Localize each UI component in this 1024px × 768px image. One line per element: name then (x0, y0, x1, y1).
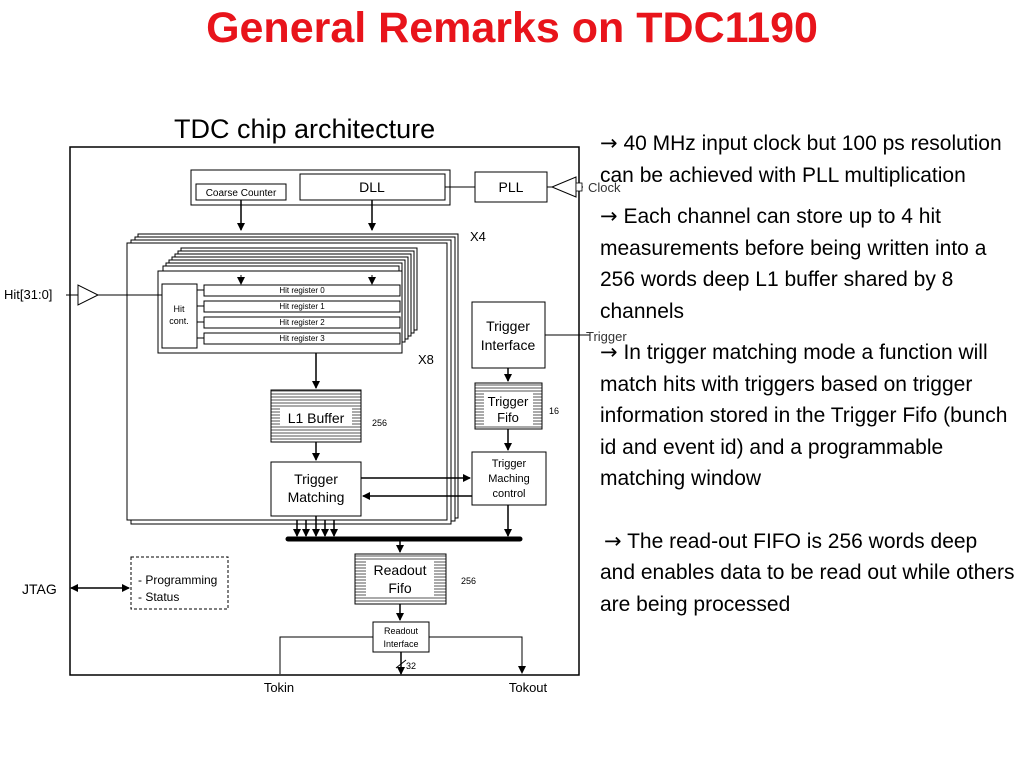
arrow-icon: → (604, 528, 622, 553)
trigger-fifo-label-2: Fifo (497, 410, 519, 425)
trigger-matching-label-2: Matching (288, 489, 345, 505)
matching-control-box (471, 451, 547, 506)
bus-width-label: 32 (406, 661, 416, 671)
slide-title: General Remarks on TDC1190 (206, 4, 818, 52)
bullet-item: → The read-out FIFO is 256 words deep an… (600, 526, 1015, 621)
programming-box (130, 556, 229, 610)
bullet-text: 40 MHz input clock but 100 ps resolution… (600, 132, 1002, 187)
readout-fifo-label-2: Fifo (388, 580, 412, 596)
pll-label: PLL (499, 179, 524, 195)
hit-controller-label-1: Hit (174, 304, 185, 314)
clock-pin (575, 182, 583, 192)
readout-fifo-label-bg (366, 561, 434, 597)
tokin-label: Tokin (264, 680, 294, 695)
trigger-fifo-size: 16 (549, 406, 559, 416)
tokin-line (279, 636, 373, 674)
hit-register-3-label: Hit register 3 (279, 334, 325, 343)
dll-label: DLL (359, 179, 385, 195)
l1-buffer-label: L1 Buffer (288, 410, 345, 426)
trigger-fifo-label-1: Trigger (488, 394, 529, 409)
clock-buffer-icon (550, 176, 577, 198)
trigger-interface-label-1: Trigger (486, 318, 530, 334)
clock-label: Clock (588, 180, 621, 195)
readout-interface-label-2: Interface (383, 639, 418, 649)
l1-buffer-label-bg (280, 408, 352, 426)
hit-register-0-label: Hit register 0 (279, 286, 325, 295)
coarse-counter-label: Coarse Counter (206, 188, 277, 199)
arrow-icon: → (600, 340, 618, 364)
matching-control-label-1: Trigger (492, 458, 527, 470)
x8-label: X8 (418, 352, 434, 367)
hit-controller-box (161, 283, 198, 349)
tokout-label: Tokout (509, 680, 548, 695)
matching-control-label-3: control (492, 488, 525, 500)
trigger-interface-label-2: Interface (481, 337, 536, 353)
matching-control-label-2: Maching (488, 473, 530, 485)
arrow-icon: → (600, 204, 618, 228)
trigger-interface-box (471, 301, 546, 369)
diagram-caption: TDC chip architecture (174, 114, 436, 144)
hit-input-label: Hit[31:0] (4, 287, 52, 302)
x4-label: X4 (470, 229, 486, 244)
readout-interface-label-1: Readout (384, 626, 419, 636)
bullet-item: → In trigger matching mode a function wi… (600, 337, 1015, 495)
hit-input-buffer-icon (77, 284, 100, 306)
hit-register-1-label: Hit register 1 (279, 302, 325, 311)
bullet-text: The read-out FIFO is 256 words deep and … (600, 529, 1015, 616)
bus-width-slash (395, 659, 407, 669)
trigger-input-label: Trigger (586, 329, 627, 344)
l1-buffer-size: 256 (372, 418, 387, 428)
programming-label-1: - Programming (138, 573, 217, 587)
readout-fifo-label-1: Readout (374, 562, 427, 578)
bullet-text: Each channel can store up to 4 hit measu… (600, 205, 987, 323)
hit-controller-label-2: cont. (169, 316, 189, 326)
hit-register-2-label: Hit register 2 (279, 318, 325, 327)
arrow-icon: → (600, 131, 618, 155)
trigger-matching-label-1: Trigger (294, 471, 338, 487)
jtag-label: JTAG (22, 581, 57, 597)
dll-box (299, 173, 446, 201)
trigger-matching-box (270, 461, 362, 517)
bullet-item: → 40 MHz input clock but 100 ps resoluti… (600, 128, 1015, 191)
tokout-line (429, 636, 526, 674)
bullet-text: In trigger matching mode a function will… (600, 341, 1008, 490)
trigger-fifo-label-bg (484, 393, 533, 425)
chip-boundary (69, 146, 580, 676)
programming-label-2: - Status (138, 590, 179, 604)
bullet-list: → 40 MHz input clock but 100 ps resoluti… (600, 128, 1015, 620)
bullet-item: → Each channel can store up to 4 hit mea… (600, 201, 1015, 327)
readout-fifo-size: 256 (461, 576, 476, 586)
